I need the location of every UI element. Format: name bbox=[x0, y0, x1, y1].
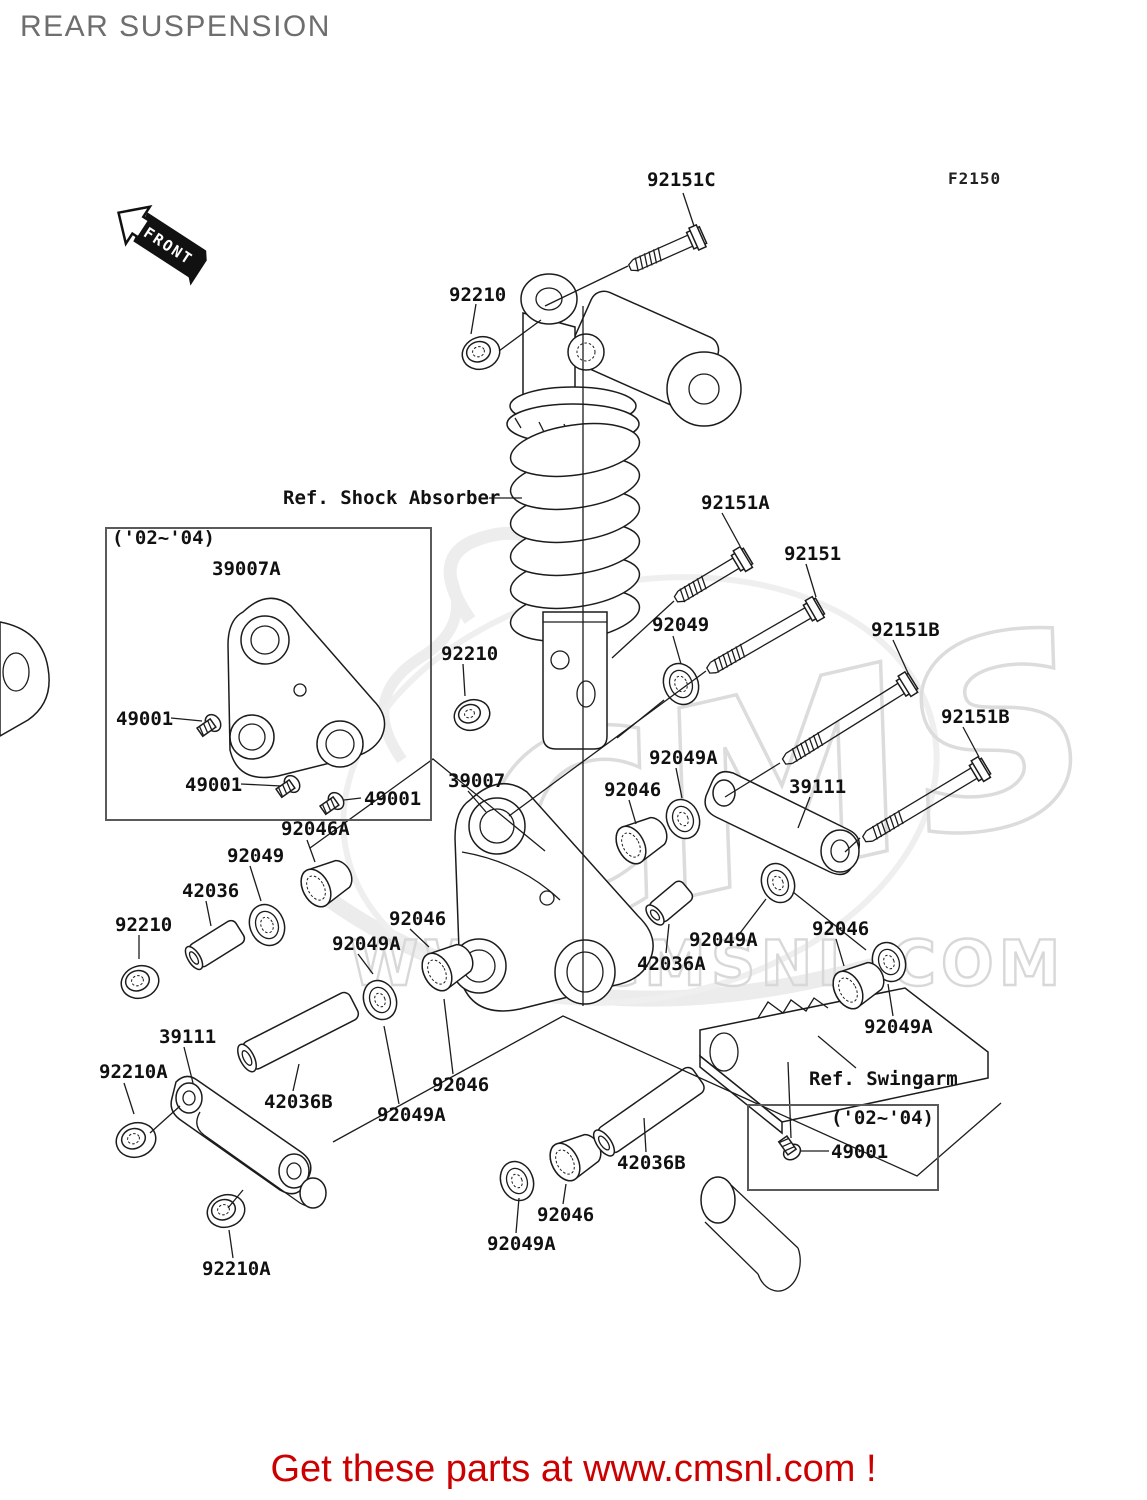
callout-92151b: 92151B bbox=[941, 706, 1010, 728]
footer-link[interactable]: Get these parts at www.cmsnl.com ! bbox=[270, 1448, 877, 1490]
callout-ref-shock-absorber: Ref. Shock Absorber bbox=[283, 487, 501, 509]
callout-49001: 49001 bbox=[364, 788, 422, 810]
washer-92049a-midright bbox=[760, 862, 796, 904]
bolt-92151b-upper bbox=[781, 670, 919, 765]
callout-49001: 49001 bbox=[831, 1141, 889, 1163]
callout-92049a: 92049A bbox=[689, 929, 758, 951]
callout-39007a: 39007A bbox=[212, 558, 281, 580]
rocker-arm-39007 bbox=[451, 782, 654, 1012]
rocker-arm-39007a bbox=[227, 597, 386, 779]
callout-92049a: 92049A bbox=[864, 1016, 933, 1038]
page-title: REAR SUSPENSION bbox=[20, 10, 331, 43]
washer-92049a-leftmid bbox=[362, 979, 398, 1021]
bolt-92151 bbox=[706, 595, 826, 674]
bushing-92046-leftmid bbox=[421, 943, 474, 992]
callout-02-04: ('02~'04) bbox=[831, 1107, 934, 1129]
callout-92151b: 92151B bbox=[871, 619, 940, 641]
callout-92049a: 92049A bbox=[377, 1104, 446, 1126]
callout-92210a: 92210A bbox=[99, 1061, 168, 1083]
callout-92046: 92046 bbox=[604, 779, 662, 801]
callout-92210: 92210 bbox=[441, 643, 499, 665]
bolt-49001-swingarm bbox=[777, 1134, 802, 1161]
sleeve-42036 bbox=[184, 919, 246, 971]
callout-39111: 39111 bbox=[159, 1026, 217, 1048]
callout-49001: 49001 bbox=[116, 708, 174, 730]
bolt-49001-mid bbox=[274, 774, 301, 799]
tie-rod-39111-left bbox=[170, 1075, 327, 1209]
swingarm-pivot-cut bbox=[0, 621, 50, 737]
callout-42036b: 42036B bbox=[617, 1152, 686, 1174]
nut-92210-top bbox=[461, 335, 501, 371]
callout-92151a: 92151A bbox=[701, 492, 770, 514]
callout-39111: 39111 bbox=[789, 776, 847, 798]
callout-49001: 49001 bbox=[185, 774, 243, 796]
callout-92046a: 92046A bbox=[281, 818, 350, 840]
callout-02-04: ('02~'04) bbox=[112, 527, 215, 549]
bushing-92046a bbox=[300, 859, 353, 908]
callout-92049: 92049 bbox=[652, 614, 710, 636]
bushing-92046-mid bbox=[615, 816, 668, 865]
callout-ref-swingarm: Ref. Swingarm bbox=[809, 1068, 958, 1090]
sleeve-42036a bbox=[645, 880, 694, 926]
front-arrow-icon: FRONT bbox=[117, 204, 207, 286]
callout-92210a: 92210A bbox=[202, 1258, 271, 1280]
bushing-92046-right bbox=[832, 961, 885, 1010]
nut-92210-mid bbox=[453, 698, 491, 732]
callout-92151: 92151 bbox=[784, 543, 842, 565]
callout-42036: 42036 bbox=[182, 880, 240, 902]
figure-code: F2150 bbox=[948, 169, 1002, 188]
early-model-box-swingarm bbox=[747, 1104, 939, 1191]
callout-92151c: 92151C bbox=[647, 169, 716, 191]
bolt-92151b-lower bbox=[861, 755, 992, 843]
callout-92210: 92210 bbox=[115, 914, 173, 936]
nut-92210a-left bbox=[115, 1121, 157, 1159]
bolt-49001-left bbox=[195, 713, 222, 738]
washer-92049-left bbox=[248, 903, 286, 947]
nut-92210-left bbox=[120, 964, 160, 1000]
callout-92049a: 92049A bbox=[649, 747, 718, 769]
washer-92049a-bottom bbox=[499, 1160, 535, 1202]
early-model-box bbox=[105, 527, 432, 821]
callout-39007: 39007 bbox=[448, 770, 506, 792]
callout-42036a: 42036A bbox=[637, 953, 706, 975]
sleeve-42036b-left bbox=[237, 991, 360, 1073]
callout-92046: 92046 bbox=[812, 918, 870, 940]
callout-92046: 92046 bbox=[432, 1074, 490, 1096]
tie-rod-39111-right bbox=[704, 770, 861, 876]
callout-92210: 92210 bbox=[449, 284, 507, 306]
nut-92210a-bottom bbox=[206, 1193, 246, 1229]
washer-92049-top bbox=[662, 662, 700, 706]
callout-42036b: 42036B bbox=[264, 1091, 333, 1113]
callout-92046: 92046 bbox=[389, 908, 447, 930]
leader-lines bbox=[123, 192, 1002, 1259]
bolt-92151c bbox=[627, 223, 708, 272]
bolt-49001-right bbox=[318, 791, 345, 816]
swingarm-section bbox=[699, 987, 989, 1292]
callout-92049: 92049 bbox=[227, 845, 285, 867]
callout-92049a: 92049A bbox=[332, 933, 401, 955]
bolt-92151a bbox=[673, 545, 754, 603]
callout-92049a: 92049A bbox=[487, 1233, 556, 1255]
bushing-92046-bottom bbox=[549, 1133, 602, 1182]
shock-absorber bbox=[506, 273, 742, 750]
sleeve-42036b-bottom bbox=[592, 1066, 705, 1157]
callout-92046: 92046 bbox=[537, 1204, 595, 1226]
